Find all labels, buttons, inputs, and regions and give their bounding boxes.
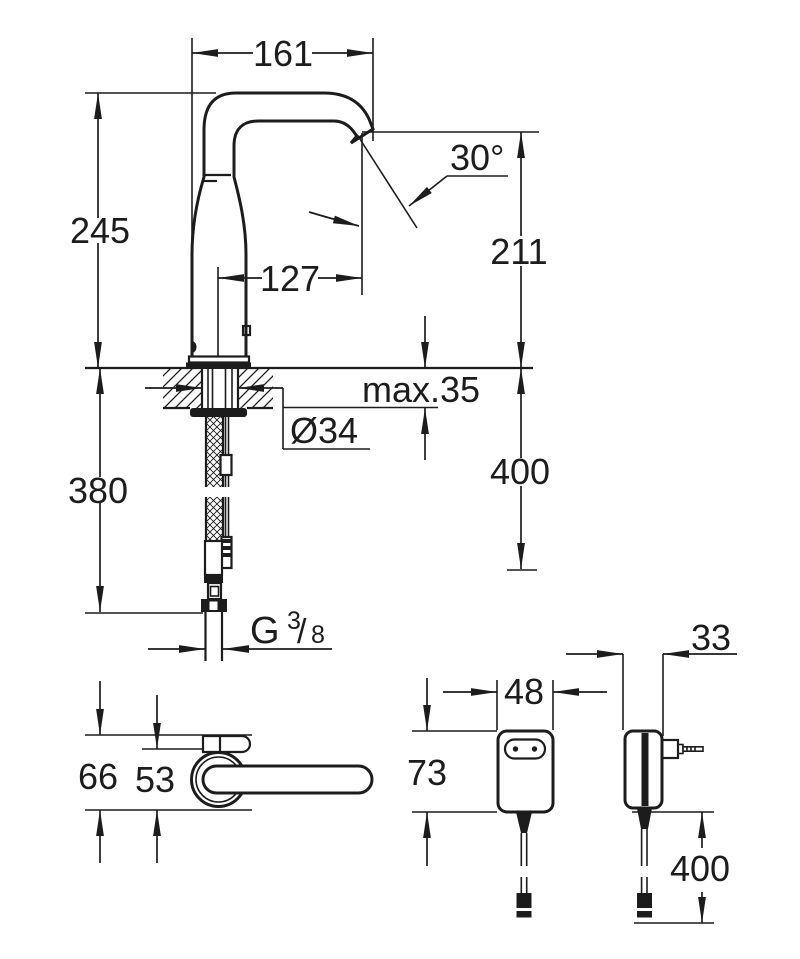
dim-below-deck: 380 — [68, 470, 128, 511]
cable-connector-upper — [219, 453, 233, 477]
dim-thread-size: G 3 / 8 — [250, 607, 325, 652]
plug-insulator — [660, 738, 680, 760]
faucet-top-view: 66 53 — [78, 681, 374, 863]
dim-adapter-height: 73 — [407, 752, 447, 793]
dim-spout-height: 245 — [70, 210, 130, 251]
mounting-washer — [190, 408, 247, 417]
dim-hose-length: 400 — [490, 451, 550, 492]
dim-outlet-height: 211 — [490, 231, 547, 272]
supply-hoses — [201, 417, 233, 661]
faucet-front-view: 161 245 211 127 30° max.35 Ø34 380 400 G… — [68, 33, 550, 661]
spout-top — [201, 764, 374, 795]
strain-relief-front — [516, 812, 532, 833]
dim-spout-reach: 127 — [260, 258, 320, 299]
thread-denominator: 8 — [311, 621, 325, 649]
dim-cable-length: 400 — [670, 848, 730, 889]
lever-top — [201, 734, 252, 754]
mounting-shank — [190, 368, 247, 417]
base-gasket — [186, 362, 251, 369]
cable-end-connector-front — [516, 893, 532, 908]
dim-max-deck: max.35 — [362, 369, 480, 410]
base-plate — [187, 355, 251, 364]
side-button — [241, 324, 252, 337]
braided-hose-lower — [206, 497, 223, 541]
strain-relief-side — [637, 808, 652, 829]
dim-adapter-width: 48 — [504, 671, 544, 712]
braided-hose-upper — [206, 417, 223, 487]
power-adapter-side-view: 33 400 — [566, 617, 737, 924]
plug-pin — [682, 745, 704, 752]
dim-overall-depth: 66 — [78, 756, 118, 797]
sensor-dot — [192, 341, 197, 353]
thread-numerator: 3 — [287, 607, 301, 635]
dim-outlet-angle: 30° — [450, 137, 504, 178]
cable-end-connector-side — [637, 893, 652, 908]
dim-hole-diameter: Ø34 — [290, 410, 358, 451]
faucet-body-outline — [186, 91, 375, 369]
hose-fitting — [203, 539, 224, 577]
thread-letter: G — [250, 610, 280, 652]
socket-pin-hole-right — [531, 746, 538, 752]
reference-lines — [85, 38, 539, 614]
dim-adapter-depth: 33 — [691, 617, 731, 658]
dimension-lines — [94, 49, 525, 653]
euro-socket — [503, 738, 547, 760]
socket-pin-hole-left — [512, 746, 519, 752]
power-adapter-front-view: 48 73 — [407, 671, 607, 918]
thread-separator: / — [297, 613, 307, 651]
dim-spout-width: 161 — [253, 33, 313, 74]
dim-body-depth: 53 — [135, 759, 175, 800]
adapter-seam — [641, 733, 649, 806]
